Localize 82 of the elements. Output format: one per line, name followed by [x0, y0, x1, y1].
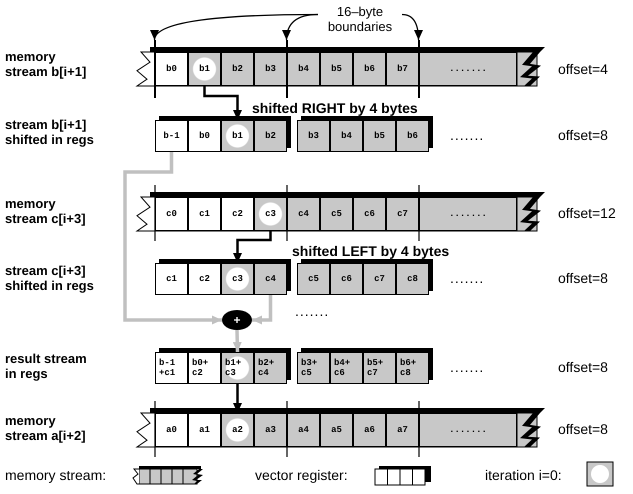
- row-label: memory stream c[i+3]: [5, 196, 87, 226]
- register-cell: c3: [221, 263, 254, 295]
- register-cell: b-1: [155, 120, 188, 152]
- register-cell: c4: [254, 263, 287, 295]
- memory-cell: c4: [287, 197, 320, 231]
- memory-cell: c1: [188, 197, 221, 231]
- memory-cell: c2: [221, 197, 254, 231]
- register-cell: b5: [363, 120, 396, 152]
- memory-cell: b3: [254, 52, 287, 86]
- memory-cell: a6: [353, 413, 386, 447]
- memory-cell: b0: [155, 52, 188, 86]
- memory-cell: a7: [386, 413, 419, 447]
- legend-label: vector register:: [255, 467, 348, 483]
- register-cell: b2+ c4: [254, 352, 287, 384]
- register-cell: c5: [297, 263, 330, 295]
- ellipsis-text: .......: [450, 359, 484, 375]
- memory-cell: c6: [353, 197, 386, 231]
- offset-label: offset=8: [558, 270, 608, 286]
- adder-symbol: +: [222, 310, 252, 330]
- register-cell: b6: [396, 120, 429, 152]
- memory-cell: a5: [320, 413, 353, 447]
- memory-cell: a4: [287, 413, 320, 447]
- legend-label: iteration i=0:: [485, 467, 562, 483]
- offset-label: offset=4: [558, 61, 608, 77]
- register-cell: c1: [155, 263, 188, 295]
- register-cell: b5+ c7: [363, 352, 396, 384]
- ellipsis-text: .......: [450, 270, 484, 286]
- register-cell: b0: [188, 120, 221, 152]
- legend-label: memory stream:: [5, 467, 106, 483]
- arrow: [252, 295, 272, 324]
- arrow: [232, 330, 242, 352]
- boundary-line: [418, 40, 420, 98]
- memory-cell: b7: [386, 52, 419, 86]
- register-cell: c2: [188, 263, 221, 295]
- memory-cell: b1: [188, 52, 221, 86]
- register-cell: b0+ c2: [188, 352, 221, 384]
- register-cell: b4+ c6: [330, 352, 363, 384]
- offset-label: offset=12: [558, 205, 616, 221]
- boundary-line: [154, 40, 156, 98]
- ellipsis-text: .......: [295, 303, 330, 319]
- ellipsis-text: .......: [450, 127, 484, 143]
- register-cell: b3: [297, 120, 330, 152]
- offset-label: offset=8: [558, 127, 608, 143]
- arrow: [123, 152, 222, 324]
- leader-arrow: [402, 14, 423, 40]
- row-label: stream c[i+3] shifted in regs: [5, 263, 95, 293]
- memory-cell: c3: [254, 197, 287, 231]
- register-cell: c8: [396, 263, 429, 295]
- register-cell: b4: [330, 120, 363, 152]
- register-cell: b2: [254, 120, 287, 152]
- memory-cell: c7: [386, 197, 419, 231]
- register-cell: b3+ c5: [297, 352, 330, 384]
- memory-cell: .......: [419, 197, 517, 231]
- edge-label: shifted RIGHT by 4 bytes: [250, 100, 420, 116]
- edge-label: shifted LEFT by 4 bytes: [290, 243, 452, 259]
- register-cell: b1+ c3: [221, 352, 254, 384]
- memory-cell: b6: [353, 52, 386, 86]
- register-cell: c6: [330, 263, 363, 295]
- memory-cell: a0: [155, 413, 188, 447]
- memory-cell: a1: [188, 413, 221, 447]
- row-label: memory stream b[i+1]: [5, 49, 88, 79]
- memory-cell: c0: [155, 197, 188, 231]
- annotation-text: 16–byte boundaries: [318, 4, 402, 34]
- offset-label: offset=8: [558, 359, 608, 375]
- memory-cell: b5: [320, 52, 353, 86]
- register-cell: b-1 +c1: [155, 352, 188, 384]
- memory-cell: a3: [254, 413, 287, 447]
- row-label: result stream in regs: [5, 351, 88, 381]
- row-label: stream b[i+1] shifted in regs: [5, 117, 95, 147]
- memory-cell: .......: [419, 413, 517, 447]
- memory-cell: a2: [221, 413, 254, 447]
- register-cell: b6+ c8: [396, 352, 429, 384]
- boundary-line: [286, 40, 288, 98]
- memory-cell: b4: [287, 52, 320, 86]
- leader-arrow: [282, 14, 318, 40]
- memory-cell: c5: [320, 197, 353, 231]
- row-label: memory stream a[i+2]: [5, 413, 87, 443]
- offset-label: offset=8: [558, 421, 608, 437]
- register-cell: c7: [363, 263, 396, 295]
- register-cell: b1: [221, 120, 254, 152]
- memory-cell: b2: [221, 52, 254, 86]
- memory-cell: .......: [419, 52, 517, 86]
